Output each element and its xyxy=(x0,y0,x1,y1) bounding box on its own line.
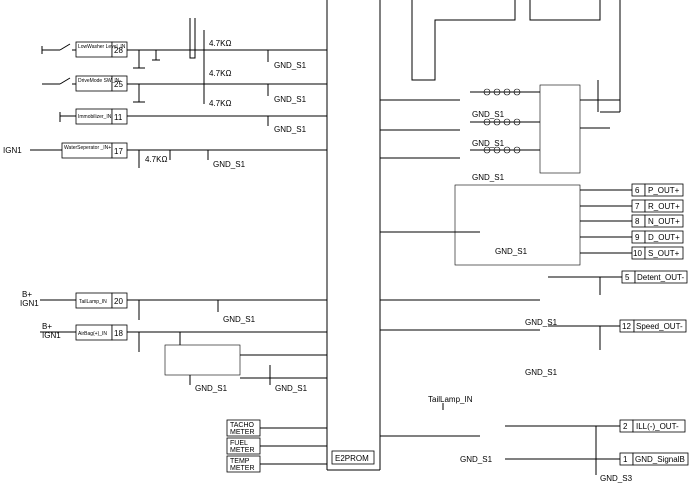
output-label-box xyxy=(644,214,684,228)
output-label: ILL(-)_OUT- xyxy=(636,422,679,431)
input-pin: 17 xyxy=(114,147,123,156)
ground-label: GND_S1 xyxy=(275,384,308,393)
input-pin-box xyxy=(111,41,128,58)
input-pin: 25 xyxy=(114,80,123,89)
ground-label: GND_S1 xyxy=(213,160,246,169)
input-label: LowWasher Level_IN xyxy=(78,44,126,50)
output-pin: 8 xyxy=(635,217,640,226)
output-label: Speed_OUT- xyxy=(636,322,683,331)
input-label: DriveMode SW_IN- xyxy=(78,78,121,84)
input-row-25 xyxy=(42,77,327,103)
output-pin: 6 xyxy=(635,186,640,195)
ground-label: GND_S1 xyxy=(274,95,307,104)
output-label-box xyxy=(644,230,684,244)
input-row-20 xyxy=(40,299,327,320)
bplus-label: B+ xyxy=(22,290,32,299)
output-label: GND_SignalB xyxy=(635,455,685,464)
meter-label: METER xyxy=(230,447,255,454)
indicator-drivers xyxy=(380,84,620,174)
input-pin-box xyxy=(111,292,128,309)
input-pin: 20 xyxy=(114,297,123,306)
ground-label: GND_S1 xyxy=(472,110,505,119)
meter-wires xyxy=(260,427,327,465)
output-label-box xyxy=(634,270,688,284)
output-label: Detent_OUT- xyxy=(637,273,684,282)
output-label: R_OUT+ xyxy=(648,202,680,211)
ground-label: GND_S1 xyxy=(472,139,505,148)
input-pin-box xyxy=(111,324,128,341)
output-label: P_OUT+ xyxy=(648,186,680,195)
meter-label: FUEL xyxy=(230,440,248,447)
input-row-18 xyxy=(40,331,327,385)
output-label-box xyxy=(632,452,689,466)
prnds-block xyxy=(380,184,632,266)
coil-row xyxy=(483,88,521,154)
meter-box xyxy=(226,419,261,437)
resistor-label: 4.7KΩ xyxy=(209,69,231,78)
ground-label: GND_S1 xyxy=(223,315,256,324)
input-label: Immobilizer_IN xyxy=(78,114,112,120)
output-label-box xyxy=(644,246,684,260)
output-label: D_OUT+ xyxy=(648,233,680,242)
meter-label: METER xyxy=(230,429,255,436)
output-label-box xyxy=(633,319,687,333)
ign1-label: IGN1 xyxy=(3,146,22,155)
output-label-box xyxy=(644,199,684,213)
input-row-11 xyxy=(59,112,327,126)
meter-box xyxy=(226,437,261,455)
input-pin: 18 xyxy=(114,329,123,338)
output-pin: 1 xyxy=(623,455,628,464)
meter-label: METER xyxy=(230,465,255,472)
ground-label: GND_S1 xyxy=(274,125,307,134)
meter-label: TACHO xyxy=(230,422,255,429)
detent-speed-drivers xyxy=(380,276,622,350)
ground-label: GND_S1 xyxy=(460,455,493,464)
output-pin: 9 xyxy=(635,233,640,242)
eeprom-box xyxy=(331,450,375,465)
ground-s3-label: GND_S3 xyxy=(600,474,633,483)
output-pin: 7 xyxy=(635,202,640,211)
output-pin: 2 xyxy=(623,422,628,431)
bplus-label: B+ xyxy=(42,322,52,331)
ground-label: GND_S1 xyxy=(495,247,528,256)
resistor-label: 4.7KΩ xyxy=(209,99,231,108)
ground-label: GND_S1 xyxy=(525,318,558,327)
input-label: WaterSeperator _IN+ xyxy=(64,145,111,151)
taillamp-label: TailLamp_IN xyxy=(428,395,473,404)
ground-label: GND_S1 xyxy=(525,368,558,377)
output-label: S_OUT+ xyxy=(648,249,680,258)
input-pin: 28 xyxy=(114,46,123,55)
mcu-block xyxy=(326,0,381,471)
input-pin-box xyxy=(111,108,128,125)
resistor-label: 4.7KΩ xyxy=(145,155,167,164)
meter-label: TEMP xyxy=(230,458,250,465)
input-pin-box xyxy=(111,142,128,159)
output-label-box xyxy=(632,419,686,433)
output-pin: 5 xyxy=(625,273,630,282)
ground-label: GND_S1 xyxy=(472,173,505,182)
eeprom-label: E2PROM xyxy=(335,454,369,463)
ground-label: GND_S1 xyxy=(195,384,228,393)
input-row-17 xyxy=(30,149,327,168)
input-label: AirBag(+)_IN xyxy=(78,331,107,337)
output-label-box xyxy=(644,183,684,197)
output-pin: 12 xyxy=(622,322,631,331)
input-pin: 11 xyxy=(114,113,123,122)
ign1-label: IGN1 xyxy=(20,299,39,308)
meter-box xyxy=(226,455,261,473)
output-connectors: 6 P_OUT+ 7 R_OUT+ 8 N_OUT+ 9 D_OUT+ 10 S… xyxy=(619,183,689,466)
top-right-frame xyxy=(411,0,621,112)
ign1-label: IGN1 xyxy=(42,331,61,340)
input-row-28 xyxy=(41,43,327,69)
output-label: N_OUT+ xyxy=(648,217,680,226)
resistor-label: 4.7KΩ xyxy=(209,39,231,48)
illumination-driver xyxy=(380,403,620,475)
output-pin: 10 xyxy=(633,249,642,258)
input-label: TailLamp_IN xyxy=(79,299,107,305)
input-pin-box xyxy=(111,75,128,92)
pullup-bus xyxy=(189,18,205,104)
ground-label: GND_S1 xyxy=(274,61,307,70)
